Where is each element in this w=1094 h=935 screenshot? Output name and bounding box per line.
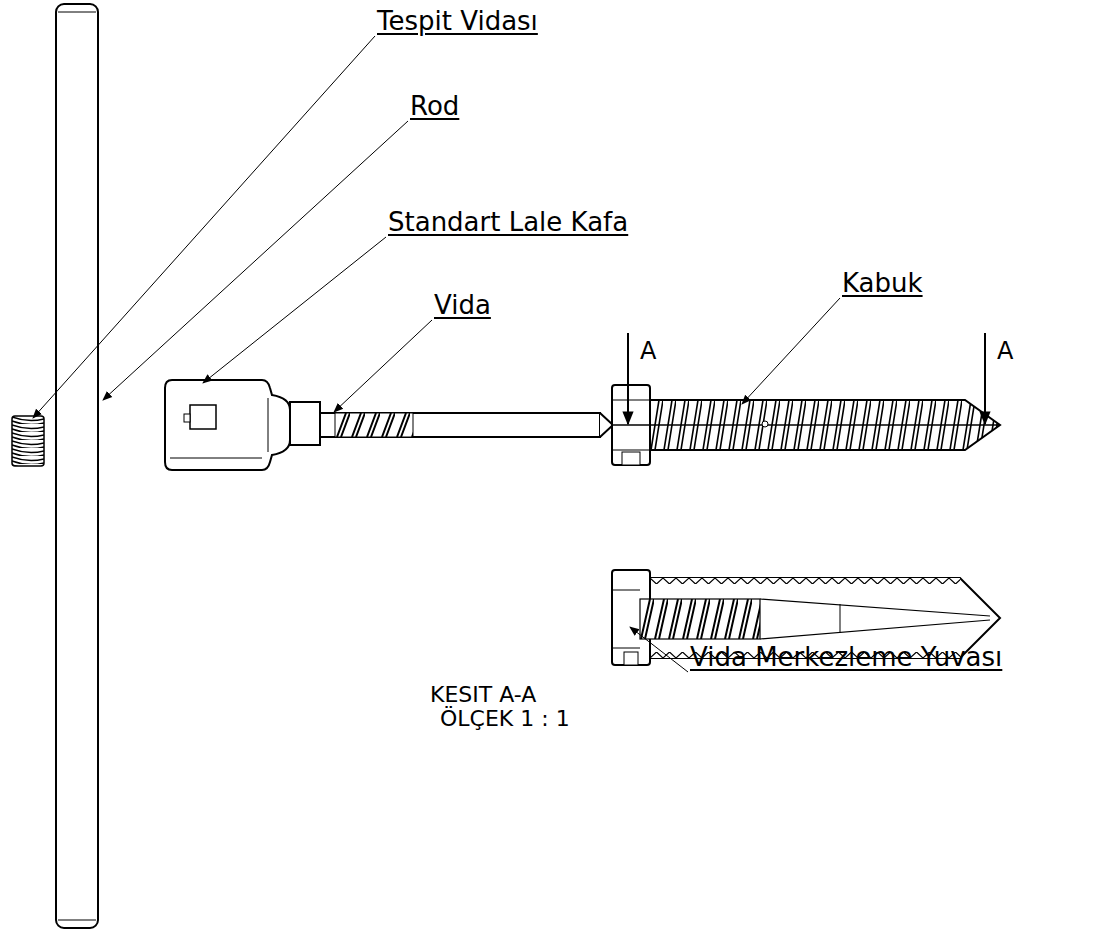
section-letter: A [640, 336, 656, 366]
scale-note: ÖLÇEK 1 : 1 [440, 704, 570, 734]
section-letter: A [997, 336, 1013, 366]
tulip-head-figure [165, 380, 320, 470]
set-screw-figure [12, 416, 44, 466]
part-name: Vida Merkezleme Yuvası [690, 642, 1002, 672]
part-name: Tespit Vidası [377, 6, 538, 36]
sleeve-figure [612, 385, 1000, 465]
rod-figure [56, 4, 98, 928]
section-title: KESIT A-A [430, 680, 536, 710]
section-arrows [628, 333, 985, 424]
leader-lines [33, 36, 840, 672]
part-name: Rod [410, 91, 459, 121]
part-name: Kabuk [842, 268, 923, 298]
part-name: Standart Lale Kafa [388, 207, 628, 237]
part-name: Vida [434, 290, 491, 320]
screw-figure [320, 413, 613, 437]
